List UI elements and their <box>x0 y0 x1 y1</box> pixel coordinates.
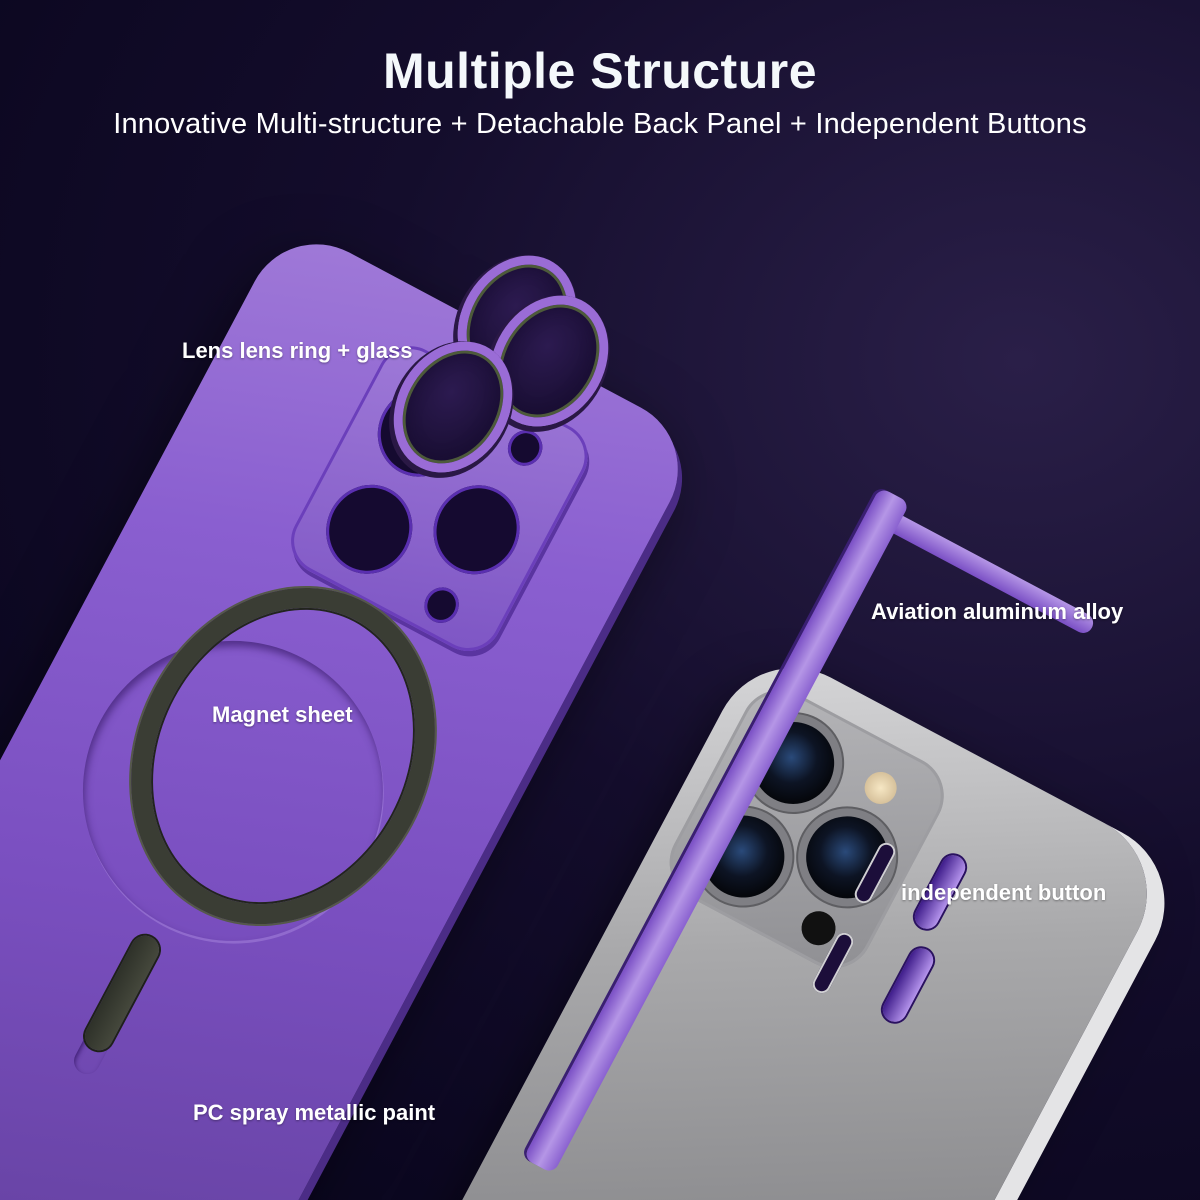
callout-lens: Lens lens ring + glass <box>182 338 413 363</box>
page-title: Multiple Structure <box>382 43 818 99</box>
camera-hole <box>310 469 428 589</box>
mic-hole <box>418 581 466 630</box>
callout-buttons: independent button <box>901 880 1107 905</box>
flash-icon <box>859 766 903 810</box>
flash-hole <box>501 424 549 472</box>
camera-hole <box>417 470 536 590</box>
page-subtitle: Innovative Multi-structure + Detachable … <box>113 108 1087 140</box>
callout-magnet: Magnet sheet <box>212 702 353 727</box>
callout-frame: Aviation aluminum alloy <box>871 599 1124 624</box>
callout-panel: PC spray metallic paint <box>193 1100 436 1125</box>
